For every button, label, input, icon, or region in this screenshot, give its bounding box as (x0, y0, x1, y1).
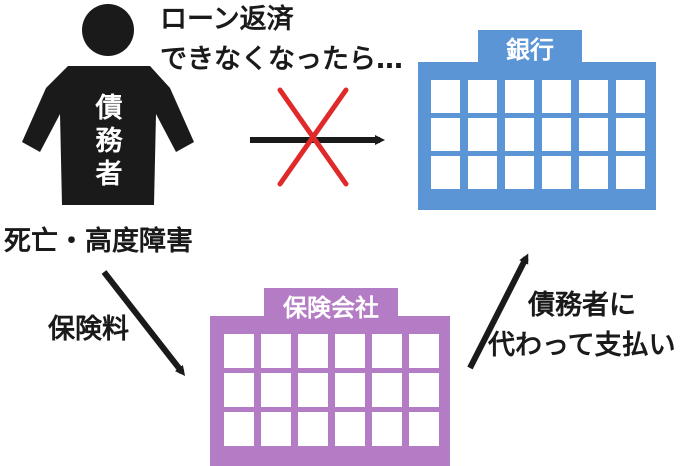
arrow-debtor-to-insurer (101, 270, 186, 376)
death-disability-label: 死亡・高度障害 (4, 226, 193, 257)
window (372, 412, 402, 446)
window (224, 373, 254, 407)
window (505, 156, 534, 189)
window (409, 373, 439, 407)
window (431, 156, 460, 189)
insurer-building (210, 288, 450, 466)
window (579, 156, 608, 189)
window (542, 118, 571, 151)
pay-on-behalf-line2: 代わって支払い (488, 330, 676, 361)
window (261, 334, 291, 368)
insurer-label: 保険会社 (283, 294, 379, 322)
window (335, 412, 365, 446)
loan-repayment-note-line2: できなくなったら… (160, 44, 403, 75)
premium-label: 保険料 (48, 314, 129, 345)
insurer-windows (224, 334, 439, 446)
window (409, 334, 439, 368)
window (372, 334, 402, 368)
window (505, 118, 534, 151)
window (505, 80, 534, 113)
debtor-label: 債務者 (95, 93, 123, 190)
window (224, 412, 254, 446)
window (261, 373, 291, 407)
window (468, 156, 497, 189)
window (468, 80, 497, 113)
window (579, 118, 608, 151)
window (372, 373, 402, 407)
window (579, 80, 608, 113)
cross-mark-icon (277, 87, 349, 187)
window (542, 80, 571, 113)
loan-repayment-note-line1: ローン返済 (160, 4, 294, 35)
window (616, 156, 645, 189)
window (431, 118, 460, 151)
window (261, 412, 291, 446)
window (616, 118, 645, 151)
bank-building (418, 30, 656, 210)
window (335, 373, 365, 407)
arrow-insurer-to-bank (467, 253, 529, 370)
debtor-person-icon (22, 4, 194, 205)
bank-label: 銀行 (506, 36, 554, 64)
window (335, 334, 365, 368)
window (431, 80, 460, 113)
window (468, 118, 497, 151)
pay-on-behalf-line1: 債務者に (528, 290, 636, 321)
window (616, 80, 645, 113)
window (298, 412, 328, 446)
window (542, 156, 571, 189)
window (224, 334, 254, 368)
window (409, 412, 439, 446)
window (298, 373, 328, 407)
bank-windows (431, 80, 645, 189)
window (298, 334, 328, 368)
